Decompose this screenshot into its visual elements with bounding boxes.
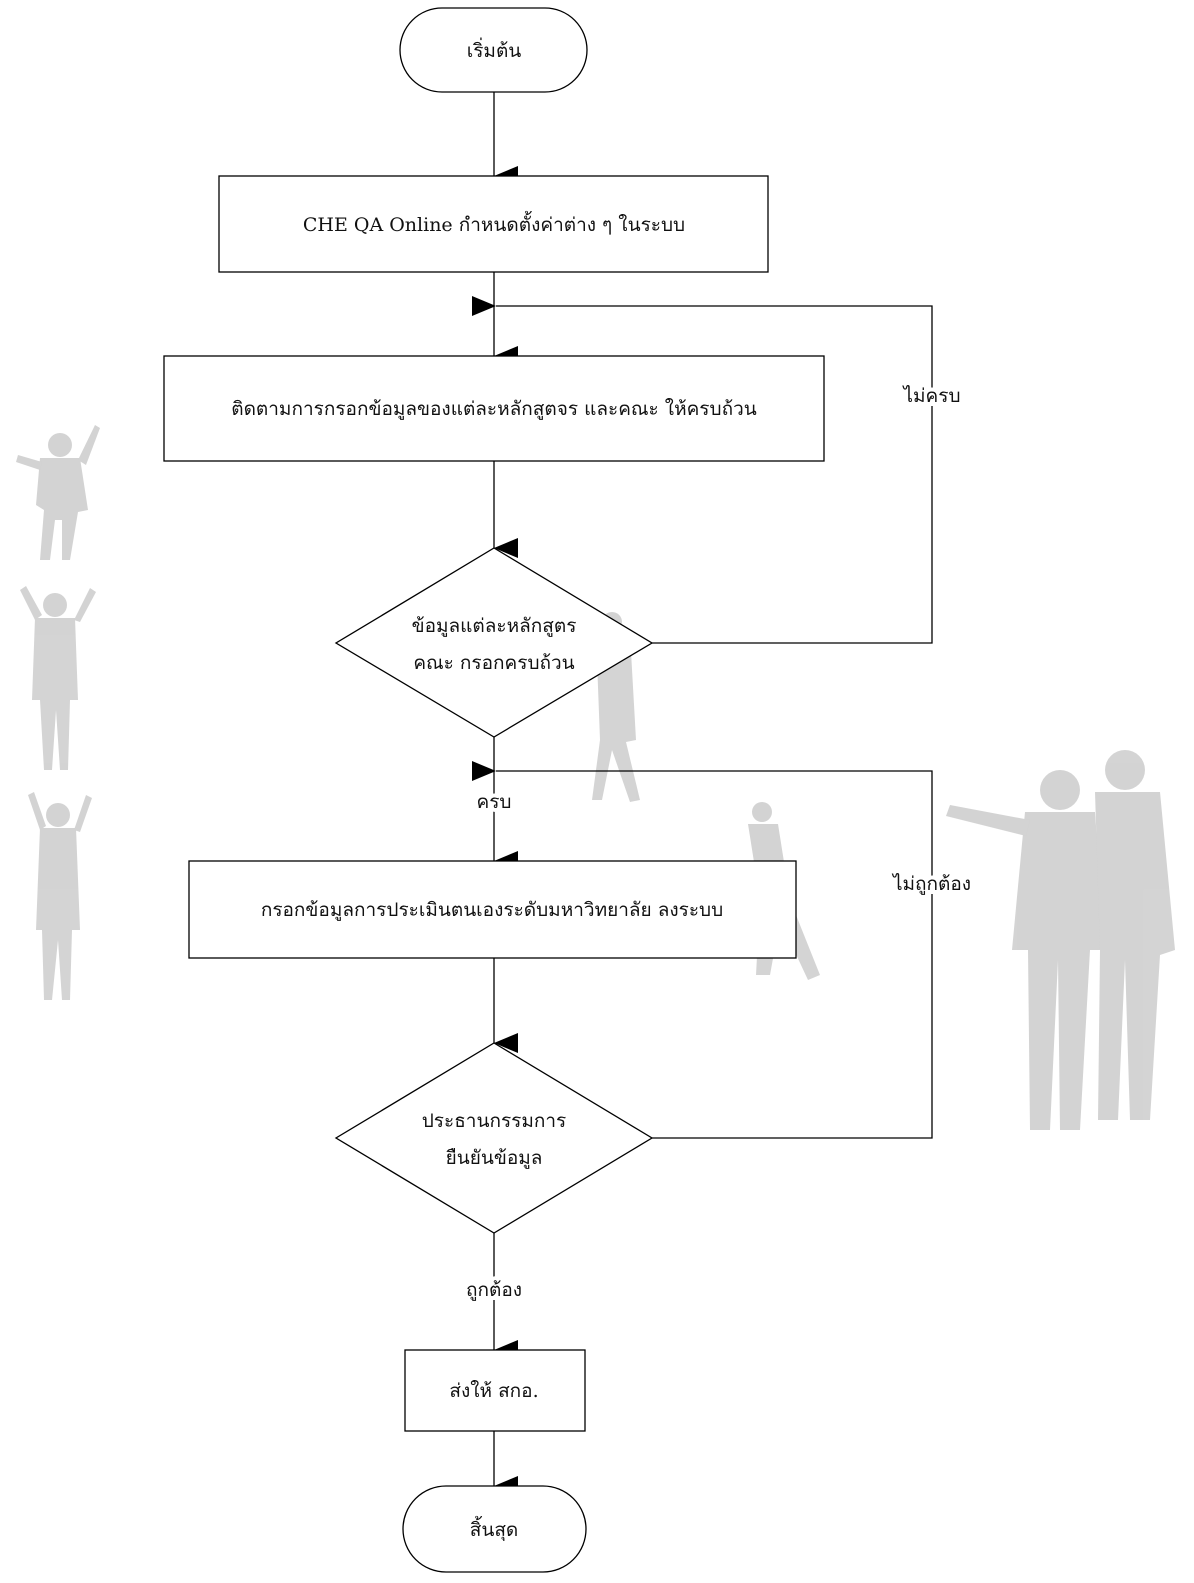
check-complete-label-line1: ข้อมูลแต่ละหลักสูตร: [412, 615, 577, 637]
end-terminator: [402, 1485, 587, 1573]
setup-process-box: [218, 175, 769, 273]
loop-incorrect-line: [472, 761, 933, 1139]
setup-label: CHE QA Online กำหนดตั้งค่าต่าง ๆ ในระบบ: [303, 211, 685, 236]
check-confirm-decision: [334, 1042, 654, 1234]
start-terminator: [399, 7, 588, 93]
send-process-box: [404, 1349, 586, 1432]
fill-university-process-box: [188, 860, 797, 959]
loop-incomplete-line: [472, 296, 933, 644]
node-fill-university: กรอกข้อมูลการประเมินตนเองระดับมหาวิทยาลั…: [188, 860, 797, 959]
node-monitor: ติดตามการกรอกข้อมูลของแต่ละหลักสูตจร และ…: [163, 355, 825, 462]
business-people-stacked-figures-icon: [16, 425, 100, 1000]
fill-university-label: กรอกข้อมูลการประเมินตนเองระดับมหาวิทยาลั…: [261, 899, 723, 921]
edge-label-incorrect: ไม่ถูกต้อง: [891, 873, 971, 895]
edge-label-correct: ถูกต้อง: [466, 1279, 522, 1301]
node-start: เริ่มต้น: [399, 7, 588, 93]
check-complete-decision: [334, 547, 654, 738]
start-label: เริ่มต้น: [467, 37, 522, 62]
node-end: สิ้นสุด: [402, 1485, 587, 1573]
monitor-label: ติดตามการกรอกข้อมูลของแต่ละหลักสูตจร และ…: [231, 398, 757, 420]
node-check-complete: ข้อมูลแต่ละหลักสูตร คณะ กรอกครบถ้วน: [334, 547, 654, 738]
two-businessmen-pointing-icon: [946, 750, 1175, 1130]
end-label: สิ้นสุด: [470, 1516, 519, 1542]
connectors: [472, 92, 933, 1496]
monitor-process-box: [163, 355, 825, 462]
send-label: ส่งให้ สกอ.: [449, 1380, 538, 1402]
node-check-confirm: ประธานกรรมการ ยืนยันข้อมูล: [334, 1042, 654, 1234]
check-confirm-label-line1: ประธานกรรมการ: [422, 1110, 567, 1132]
edge-label-incomplete: ไม่ครบ: [901, 385, 960, 407]
edge-label-complete: ครบ: [477, 791, 512, 813]
node-setup: CHE QA Online กำหนดตั้งค่าต่าง ๆ ในระบบ: [218, 175, 769, 273]
node-send: ส่งให้ สกอ.: [404, 1349, 586, 1432]
check-confirm-label-line2: ยืนยันข้อมูล: [446, 1147, 543, 1169]
check-complete-label-line2: คณะ กรอกครบถ้วน: [413, 652, 574, 674]
